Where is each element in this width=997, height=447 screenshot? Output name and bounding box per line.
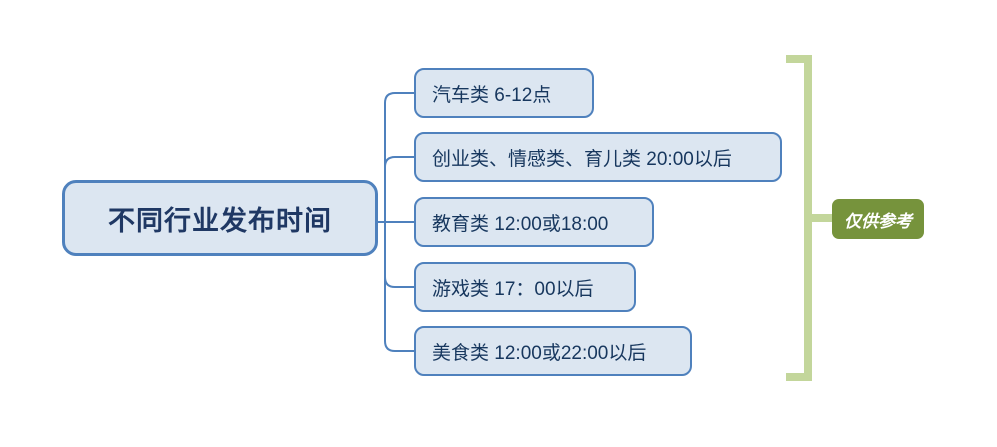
branch-node-gaming[interactable]: 游戏类 17：00以后 xyxy=(414,262,636,312)
annotation-note-label: 仅供参考 xyxy=(844,211,912,231)
connector-branch-1 xyxy=(384,92,414,104)
root-node[interactable]: 不同行业发布时间 xyxy=(62,180,378,256)
annotation-note[interactable]: 仅供参考 xyxy=(832,199,924,239)
branch-node-label: 创业类、情感类、育儿类 20:00以后 xyxy=(432,148,732,170)
root-node-label: 不同行业发布时间 xyxy=(108,205,332,236)
branch-node-food[interactable]: 美食类 12:00或22:00以后 xyxy=(414,326,692,376)
connector-branch-2 xyxy=(384,156,414,168)
grouping-bracket-stub xyxy=(804,214,834,222)
branch-node-automotive[interactable]: 汽车类 6-12点 xyxy=(414,68,594,118)
branch-node-label: 美食类 12:00或22:00以后 xyxy=(432,342,647,364)
branch-node-label: 教育类 12:00或18:00 xyxy=(432,213,609,235)
branch-node-label: 汽车类 6-12点 xyxy=(432,84,552,106)
branch-node-startup-emotion-parenting[interactable]: 创业类、情感类、育儿类 20:00以后 xyxy=(414,132,782,182)
branch-node-education[interactable]: 教育类 12:00或18:00 xyxy=(414,197,654,247)
connector-branch-4 xyxy=(384,276,414,288)
branch-node-label: 游戏类 17：00以后 xyxy=(432,278,594,300)
connector-branch-5 xyxy=(384,340,414,352)
